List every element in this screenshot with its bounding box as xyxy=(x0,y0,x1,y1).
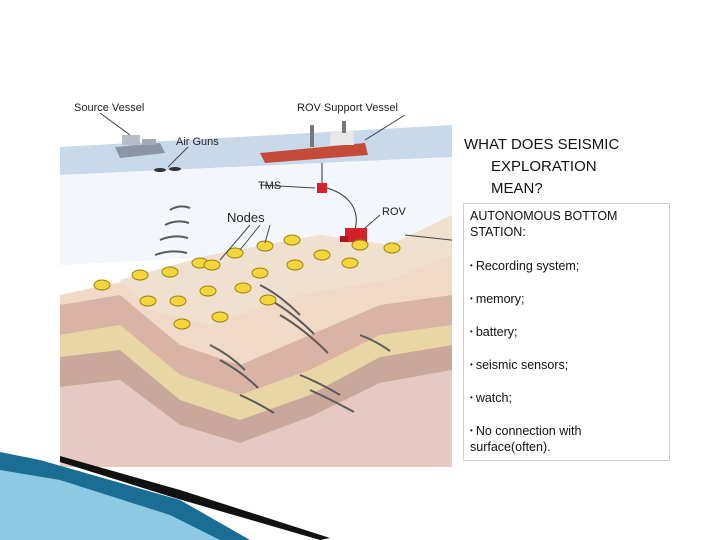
rov-vehicle xyxy=(340,228,367,242)
source-vessel xyxy=(115,135,165,158)
label-air-guns: Air Guns xyxy=(176,136,219,148)
label-rov-support-vessel: ROV Support Vessel xyxy=(297,102,398,114)
bullet-icon: • xyxy=(470,360,473,369)
title-line-3: MEAN? xyxy=(491,180,543,197)
rov-support-vessel xyxy=(260,121,368,163)
seismic-diagram: Source Vessel ROV Support Vessel Air Gun… xyxy=(60,95,452,467)
label-source-vessel: Source Vessel xyxy=(74,102,144,114)
station-heading: AUTONOMOUS BOTTOM STATION: xyxy=(470,209,618,239)
slide-title: WHAT DOES SEISMIC EXPLORATION MEAN? xyxy=(464,134,694,200)
station-item-text: battery; xyxy=(475,325,518,339)
station-item: •memory; xyxy=(470,291,663,307)
corner-decoration xyxy=(0,452,330,540)
bullet-icon: • xyxy=(470,393,473,402)
bullet-icon: • xyxy=(470,426,473,435)
label-rov: ROV xyxy=(382,206,407,218)
air-guns xyxy=(154,167,181,172)
deco-black-stripe xyxy=(60,456,330,540)
station-item-text: watch; xyxy=(475,391,512,405)
station-info-box: AUTONOMOUS BOTTOM STATION: •Recording sy… xyxy=(463,203,670,461)
bullet-icon: • xyxy=(470,327,473,336)
seabed-nodes xyxy=(93,234,401,330)
station-item: •watch; xyxy=(470,390,663,406)
bullet-icon: • xyxy=(470,294,473,303)
seismic-illustration: Source Vessel ROV Support Vessel Air Gun… xyxy=(60,95,452,467)
station-item: •seismic sensors; xyxy=(470,357,663,373)
label-tms: TMS xyxy=(258,180,281,192)
tms-unit xyxy=(317,183,327,193)
title-line-2: EXPLORATION xyxy=(491,158,597,175)
station-item-text: Recording system; xyxy=(475,259,580,273)
station-item-text: No connection with surface(often). xyxy=(470,424,582,454)
station-item: •No connection with surface(often). xyxy=(470,423,663,455)
title-line-1: WHAT DOES SEISMIC xyxy=(464,136,620,153)
label-nodes: Nodes xyxy=(227,210,265,225)
station-item-text: memory; xyxy=(475,292,525,306)
station-item-text: seismic sensors; xyxy=(475,358,569,372)
station-item: •battery; xyxy=(470,324,663,340)
bullet-icon: • xyxy=(470,261,473,270)
station-item: •Recording system; xyxy=(470,258,663,274)
deco-blue-light xyxy=(0,470,220,540)
